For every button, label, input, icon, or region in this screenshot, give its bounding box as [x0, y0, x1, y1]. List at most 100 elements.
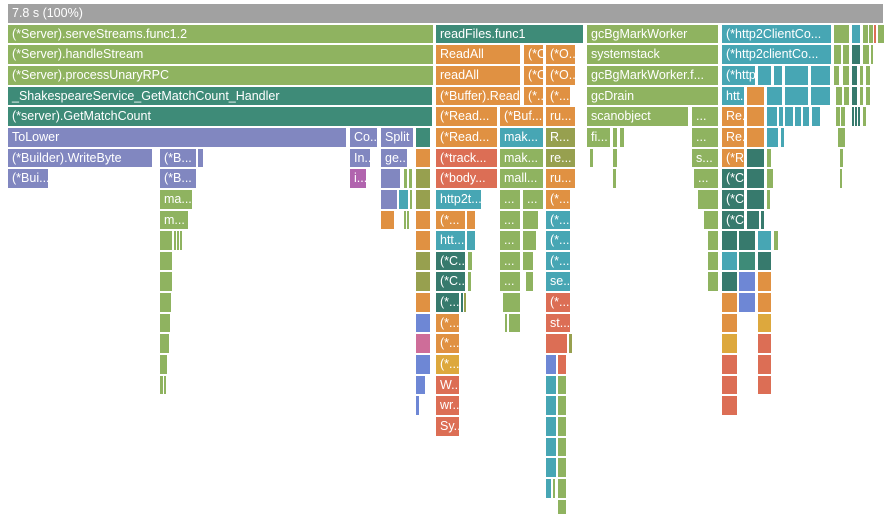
flame-cell[interactable]	[761, 210, 764, 230]
flame-cell[interactable]: (*...	[546, 189, 570, 209]
flame-cell[interactable]	[558, 478, 566, 498]
flame-cell[interactable]: W...	[436, 375, 459, 395]
flame-cell[interactable]	[505, 313, 507, 333]
flame-cell[interactable]: ReadAll	[436, 45, 520, 64]
flame-cell[interactable]	[546, 375, 556, 395]
flame-cell[interactable]: (*...	[436, 293, 459, 312]
flame-cell[interactable]	[164, 375, 166, 395]
flame-cell[interactable]	[174, 231, 176, 250]
flame-cell[interactable]	[758, 313, 771, 333]
flame-cell[interactable]	[858, 107, 860, 126]
flame-cell[interactable]	[558, 437, 566, 457]
flame-cell[interactable]	[613, 169, 616, 188]
flame-cell[interactable]: m...	[160, 210, 188, 230]
flame-cell[interactable]: (*Bui...	[8, 169, 48, 188]
flame-cell[interactable]	[407, 210, 409, 230]
flame-cell[interactable]	[838, 127, 845, 147]
flame-cell[interactable]: (*C...	[436, 272, 465, 292]
flame-cell[interactable]	[558, 499, 566, 514]
flame-cell[interactable]	[747, 189, 764, 209]
flame-cell[interactable]	[526, 272, 533, 292]
flame-cell[interactable]	[558, 458, 566, 477]
flame-cell[interactable]	[416, 231, 430, 250]
flame-cell[interactable]: (*http2clientCo...	[722, 45, 831, 64]
flame-cell[interactable]	[747, 107, 764, 126]
flame-cell[interactable]: (*Buffer).ReadF...	[436, 86, 520, 106]
flame-cell[interactable]	[509, 313, 520, 333]
flame-cell[interactable]: (*Server).processUnaryRPC	[8, 65, 433, 85]
flame-cell[interactable]	[381, 169, 400, 188]
flame-cell[interactable]: (*C...	[722, 210, 744, 230]
flame-cell[interactable]	[523, 251, 533, 271]
flame-cell[interactable]: htt...	[722, 86, 744, 106]
flame-cell[interactable]: gcBgMarkWorker.f...	[587, 65, 718, 85]
flame-cell[interactable]: (*C...	[722, 189, 744, 209]
flame-cell[interactable]	[180, 231, 182, 250]
flame-cell[interactable]: fi...	[587, 127, 610, 147]
flame-cell[interactable]: wr...	[436, 396, 459, 416]
flame-cell[interactable]: ...	[692, 107, 718, 126]
flame-cell[interactable]: ...	[500, 251, 520, 271]
flame-cell[interactable]	[795, 107, 801, 126]
flame-cell[interactable]	[416, 293, 430, 312]
flame-cell[interactable]: (*O...	[546, 65, 575, 85]
flame-cell[interactable]: (*...	[546, 231, 570, 250]
flame-cell[interactable]: ge...	[381, 148, 407, 168]
flame-cell[interactable]: (*Server).serveStreams.func1.2	[8, 24, 433, 44]
flame-cell[interactable]	[160, 251, 172, 271]
flame-cell[interactable]	[399, 189, 408, 209]
flame-cell[interactable]	[739, 293, 755, 312]
flame-cell[interactable]	[860, 65, 863, 85]
flame-cell[interactable]: Co...	[350, 127, 377, 147]
flame-cell[interactable]: (*...	[436, 355, 459, 374]
flame-cell[interactable]	[767, 148, 771, 168]
flame-cell[interactable]: (*...	[546, 293, 570, 312]
flame-cell[interactable]: (*C...	[722, 169, 744, 188]
flame-cell[interactable]	[767, 169, 773, 188]
flame-cell[interactable]	[468, 272, 471, 292]
flame-cell[interactable]: http2t...	[436, 189, 481, 209]
flame-cell[interactable]: re...	[546, 148, 575, 168]
flame-cell[interactable]	[779, 107, 783, 126]
flame-cell[interactable]: (*O...	[524, 65, 543, 85]
flame-cell[interactable]	[416, 127, 430, 147]
flame-cell[interactable]	[811, 65, 830, 85]
flame-cell[interactable]: Re...	[722, 107, 744, 126]
flame-cell[interactable]: (*Builder).WriteByte	[8, 148, 152, 168]
flame-cell[interactable]	[613, 148, 617, 168]
flame-cell[interactable]	[523, 231, 536, 250]
flame-cell[interactable]: ...	[500, 231, 520, 250]
flame-cell[interactable]: gcDrain	[587, 86, 718, 106]
flame-cell[interactable]	[844, 86, 849, 106]
flame-cell[interactable]	[409, 169, 412, 188]
flame-cell[interactable]	[722, 355, 737, 374]
flame-cell[interactable]	[774, 65, 782, 85]
flame-cell[interactable]	[722, 272, 737, 292]
flame-cell[interactable]	[758, 375, 771, 395]
flame-cell[interactable]	[416, 313, 430, 333]
flame-cell[interactable]: (*R...	[722, 148, 744, 168]
flame-cell[interactable]	[722, 375, 737, 395]
flame-cell[interactable]	[785, 107, 793, 126]
flame-cell[interactable]	[758, 334, 771, 354]
flame-cell[interactable]	[722, 293, 737, 312]
flame-cell[interactable]	[177, 231, 179, 250]
flame-cell[interactable]	[747, 148, 764, 168]
flame-cell[interactable]	[467, 231, 475, 250]
flame-cell[interactable]: In...	[350, 148, 370, 168]
flame-cell[interactable]	[558, 396, 566, 416]
flame-cell[interactable]	[843, 65, 849, 85]
flame-cell[interactable]	[852, 45, 860, 64]
flame-cell[interactable]	[546, 437, 556, 457]
flame-cell[interactable]	[416, 334, 430, 354]
flame-cell[interactable]: readAll	[436, 65, 520, 85]
flame-cell[interactable]	[708, 231, 718, 250]
flame-cell[interactable]	[404, 210, 406, 230]
flame-cell[interactable]	[785, 86, 808, 106]
flame-cell[interactable]	[841, 107, 845, 126]
flame-cell[interactable]: Split	[381, 127, 413, 147]
flame-cell[interactable]: ...	[500, 210, 520, 230]
flame-cell[interactable]	[160, 334, 169, 354]
flame-cell[interactable]	[553, 478, 555, 498]
flame-cell[interactable]	[416, 148, 430, 168]
